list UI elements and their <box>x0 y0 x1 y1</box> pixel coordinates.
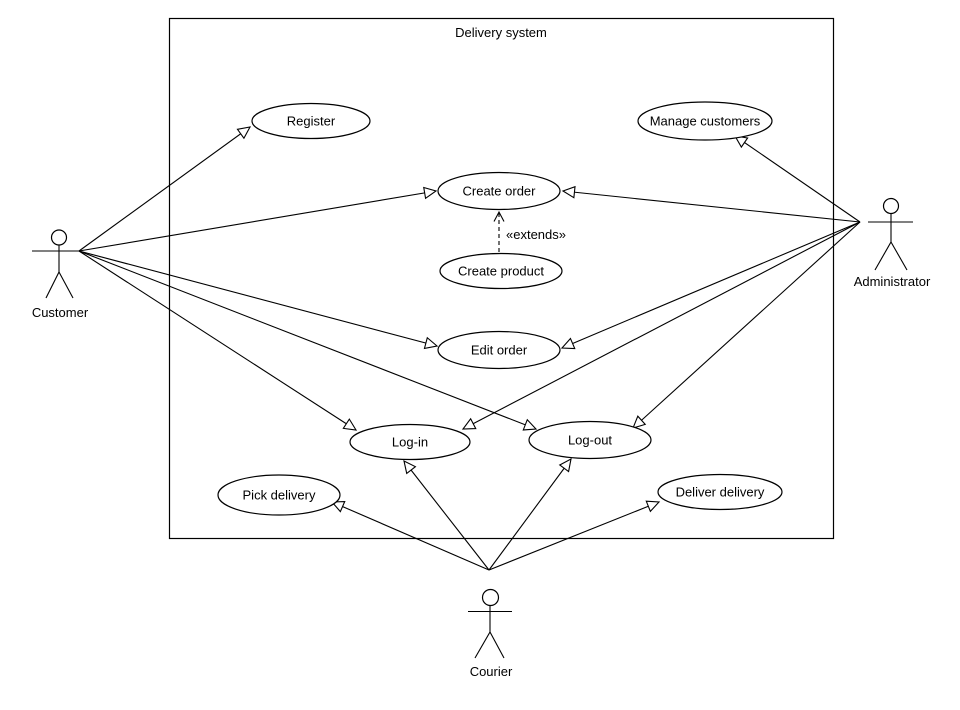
usecase-log-in-ellipse <box>349 423 471 461</box>
administrator-left-leg <box>874 241 892 271</box>
customer-left-leg <box>45 271 60 299</box>
association-administrator-edit-order <box>560 221 861 350</box>
usecase-register-ellipse <box>251 102 371 140</box>
usecase-create-order: Create order <box>437 171 561 211</box>
association-customer-create-order <box>78 186 438 252</box>
administrator-right-leg <box>890 241 908 271</box>
association-administrator-log-out <box>632 221 861 429</box>
associations <box>78 126 861 571</box>
association-courier-pick-delivery <box>330 500 490 571</box>
usecase-log-out-label: Log-out <box>568 433 612 448</box>
usecase-manage-customers-label: Manage customers <box>650 114 761 129</box>
usecase-edit-order-ellipse <box>437 330 561 370</box>
usecase-create-product-label: Create product <box>458 264 544 279</box>
association-administrator-create-order <box>561 185 861 223</box>
actor-customer-label: Customer <box>32 305 89 320</box>
usecase-deliver-delivery-ellipse <box>657 473 783 511</box>
association-courier-log-out <box>488 457 572 571</box>
usecase-log-in: Log-in <box>349 423 471 461</box>
administrator-head <box>882 197 900 215</box>
association-courier-deliver-delivery <box>488 500 661 571</box>
courier-right-leg <box>489 631 505 659</box>
usecase-edit-order-label: Edit order <box>471 343 528 358</box>
usecase-deliver-delivery-label: Deliver delivery <box>676 485 765 500</box>
association-customer-log-out <box>78 250 538 431</box>
usecase-register-label: Register <box>287 114 336 129</box>
extends-stereotype-label: «extends» <box>506 227 566 242</box>
association-courier-log-in <box>403 459 490 571</box>
usecase-edit-order: Edit order <box>437 330 561 370</box>
usecase-create-product-ellipse <box>439 252 563 290</box>
usecase-register: Register <box>251 102 371 140</box>
association-administrator-manage-customers <box>733 135 861 223</box>
usecase-create-order-label: Create order <box>463 184 537 199</box>
usecase-manage-customers: Manage customers <box>637 101 773 141</box>
customer-head <box>50 229 68 246</box>
actor-courier: Courier <box>468 588 513 679</box>
association-customer-log-in <box>78 250 358 431</box>
usecase-deliver-delivery: Deliver delivery <box>657 473 783 511</box>
usecase-pick-delivery-label: Pick delivery <box>243 488 316 503</box>
customer-right-leg <box>58 271 74 299</box>
actor-customer: Customer <box>32 229 89 320</box>
actor-administrator: Administrator <box>854 197 931 289</box>
system-boundary-box <box>168 17 835 540</box>
usecase-pick-delivery: Pick delivery <box>217 474 341 516</box>
usecase-create-order-ellipse <box>437 171 561 211</box>
courier-head <box>481 588 500 607</box>
actor-courier-label: Courier <box>470 664 513 679</box>
association-administrator-log-in <box>461 221 861 430</box>
usecase-create-product: Create product <box>439 252 563 290</box>
actor-administrator-label: Administrator <box>854 274 931 289</box>
usecase-log-out: Log-out <box>528 420 652 460</box>
system-boundary: Delivery system <box>168 17 835 540</box>
usecase-pick-delivery-ellipse <box>217 474 341 516</box>
association-customer-register <box>78 126 252 252</box>
association-customer-edit-order <box>78 250 439 350</box>
courier-left-leg <box>474 631 491 659</box>
extends-relationship: «extends» <box>493 210 566 252</box>
usecase-log-out-ellipse <box>528 420 652 460</box>
usecase-log-in-label: Log-in <box>392 435 428 450</box>
usecase-manage-customers-ellipse <box>637 101 773 141</box>
system-title: Delivery system <box>455 25 547 40</box>
